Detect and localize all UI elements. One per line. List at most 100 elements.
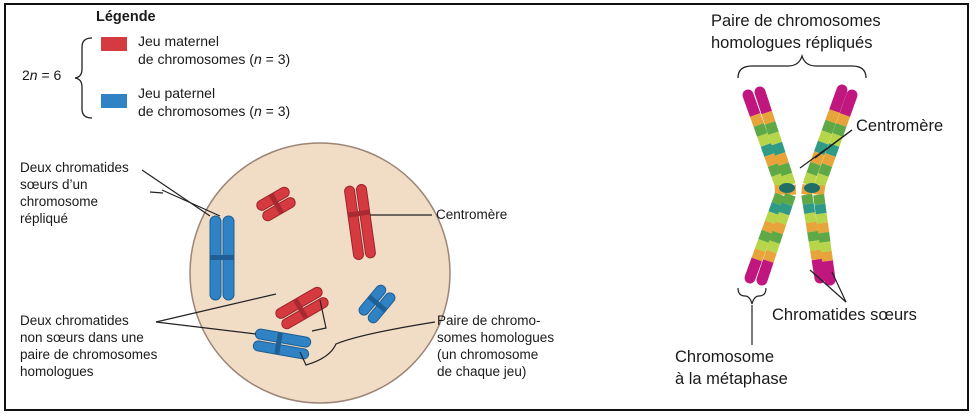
chromatid-band: [766, 240, 780, 254]
chromatid-band: [825, 143, 840, 157]
chromatid-band: [769, 230, 784, 244]
label-homologous-pair-line4: de chaque jeu): [437, 364, 527, 379]
chromatid-band: [810, 249, 823, 261]
chromatid-band: [807, 230, 820, 242]
chromatid-band: [804, 212, 817, 224]
label-sister-chromatids-line2: sœurs d’un: [20, 177, 88, 192]
legend-maternal-line1: Jeu maternel: [138, 33, 219, 49]
chromatid-band: [813, 263, 826, 284]
chromatid-band: [775, 211, 790, 225]
chromatid-band: [802, 203, 816, 215]
chromatid-band: [823, 265, 836, 286]
chromatid-band: [756, 265, 771, 286]
label-pair-title-line1: Paire de chromosomes: [711, 12, 881, 30]
cell-leader-lines: [141, 169, 436, 366]
label-homologous-pair-line3: (un chromosome: [437, 347, 539, 362]
label-non-sister-line3: paire de chromosomes: [20, 347, 158, 362]
chromatid-band: [764, 153, 779, 167]
chromatid-band: [808, 240, 822, 252]
label-non-sister-line1: Deux chromatides: [20, 313, 129, 328]
chromatid-band: [751, 248, 766, 262]
chromatid-band: [765, 211, 779, 225]
chromatid-band: [805, 221, 819, 233]
legend-maternal-line2: de chromosomes (n = 3): [138, 51, 291, 67]
chromatid-band: [768, 202, 783, 216]
chromatid-band: [818, 231, 831, 243]
chromatid-band: [820, 250, 833, 262]
chromatid-band: [746, 103, 761, 117]
cell: [189, 142, 451, 404]
legend-paternal-swatch: [101, 94, 127, 108]
metaphase-leader-lines: [737, 129, 853, 345]
left-centromere: [779, 183, 795, 193]
chromatid-band: [821, 153, 836, 167]
paternal-chromosome-small: [358, 284, 396, 324]
paternal-chromosome-medium: [252, 328, 312, 360]
chromatid-band: [768, 131, 783, 146]
label-sister-chromatids-line4: répliqué: [20, 211, 69, 226]
chromatid-band: [814, 140, 829, 156]
chromatid-band: [836, 113, 851, 127]
chromatid-band: [742, 89, 758, 111]
chromatid-band: [758, 100, 772, 115]
chromatid-band: [815, 212, 828, 224]
label-non-sister-line4: homologues: [20, 364, 94, 379]
label-metaphase-line2: à la métaphase: [675, 370, 788, 388]
chromatid-band: [767, 163, 782, 177]
chromatid-band: [802, 172, 817, 187]
chromatid-band: [771, 141, 786, 156]
chromatid-band: [817, 130, 833, 145]
chromatid-band: [761, 110, 776, 125]
chromatid-band: [829, 98, 844, 113]
maternal-chromosome-medium: [275, 286, 329, 330]
chromatid-band: [813, 194, 826, 205]
left-chromatid-b: [754, 86, 796, 286]
label-homologous-pair-line2: somes homologues: [437, 330, 555, 345]
chromatid-band: [832, 84, 848, 107]
chromatid-band: [816, 222, 830, 234]
chromatid-band: [814, 173, 829, 187]
label-sister-chromatids-line1: Deux chromatides: [20, 160, 129, 175]
legend-brace: [74, 37, 93, 119]
chromatid-band: [778, 202, 793, 216]
chromatid-band: [760, 143, 775, 157]
legend-paternal-line1: Jeu paternel: [138, 85, 216, 101]
chromatid-band: [771, 173, 786, 187]
chromatid-band: [774, 152, 789, 166]
chromatid-band: [753, 123, 768, 137]
maternal-chromosome-small: [256, 186, 296, 222]
chromatid-band: [814, 203, 827, 215]
pair-brace: [737, 53, 867, 79]
chromatid-band: [819, 241, 832, 253]
chromatid-band: [781, 172, 796, 187]
chromatid-band: [764, 121, 779, 135]
chromatid-band: [763, 249, 777, 263]
chromatid-band: [771, 192, 786, 206]
label-metaphase-line1: Chromosome: [675, 348, 775, 366]
chromatid-band: [758, 229, 773, 243]
label-sister-chromatids-right: Chromatides sœurs: [772, 306, 917, 324]
figure-frame: [4, 3, 969, 411]
chromatid-band: [821, 119, 836, 134]
label-sister-chromatids-line3: chromosome: [20, 194, 99, 209]
chromatid-band: [754, 239, 769, 253]
legend-maternal-swatch: [101, 37, 127, 51]
maternal-chromosome-long: [344, 183, 376, 261]
left-chromatid-a: [742, 89, 786, 284]
label-centromere-right: Centromère: [856, 117, 944, 135]
legend-two-n: 2n = 6: [22, 67, 62, 83]
chromatid-band: [782, 192, 796, 206]
chromatid-band: [832, 123, 847, 137]
chromatid-band: [772, 221, 787, 235]
chromatid-band: [801, 193, 814, 205]
chromatid-band: [761, 220, 776, 234]
label-centromere-cell: Centromère: [436, 207, 508, 222]
label-non-sister-line2: non sœurs dans une: [20, 330, 144, 345]
chromatid-band: [825, 109, 840, 124]
right-chromatid-a: [801, 84, 848, 284]
chromatid-band: [744, 263, 759, 284]
paternal-chromosome-replicated: [209, 215, 235, 301]
